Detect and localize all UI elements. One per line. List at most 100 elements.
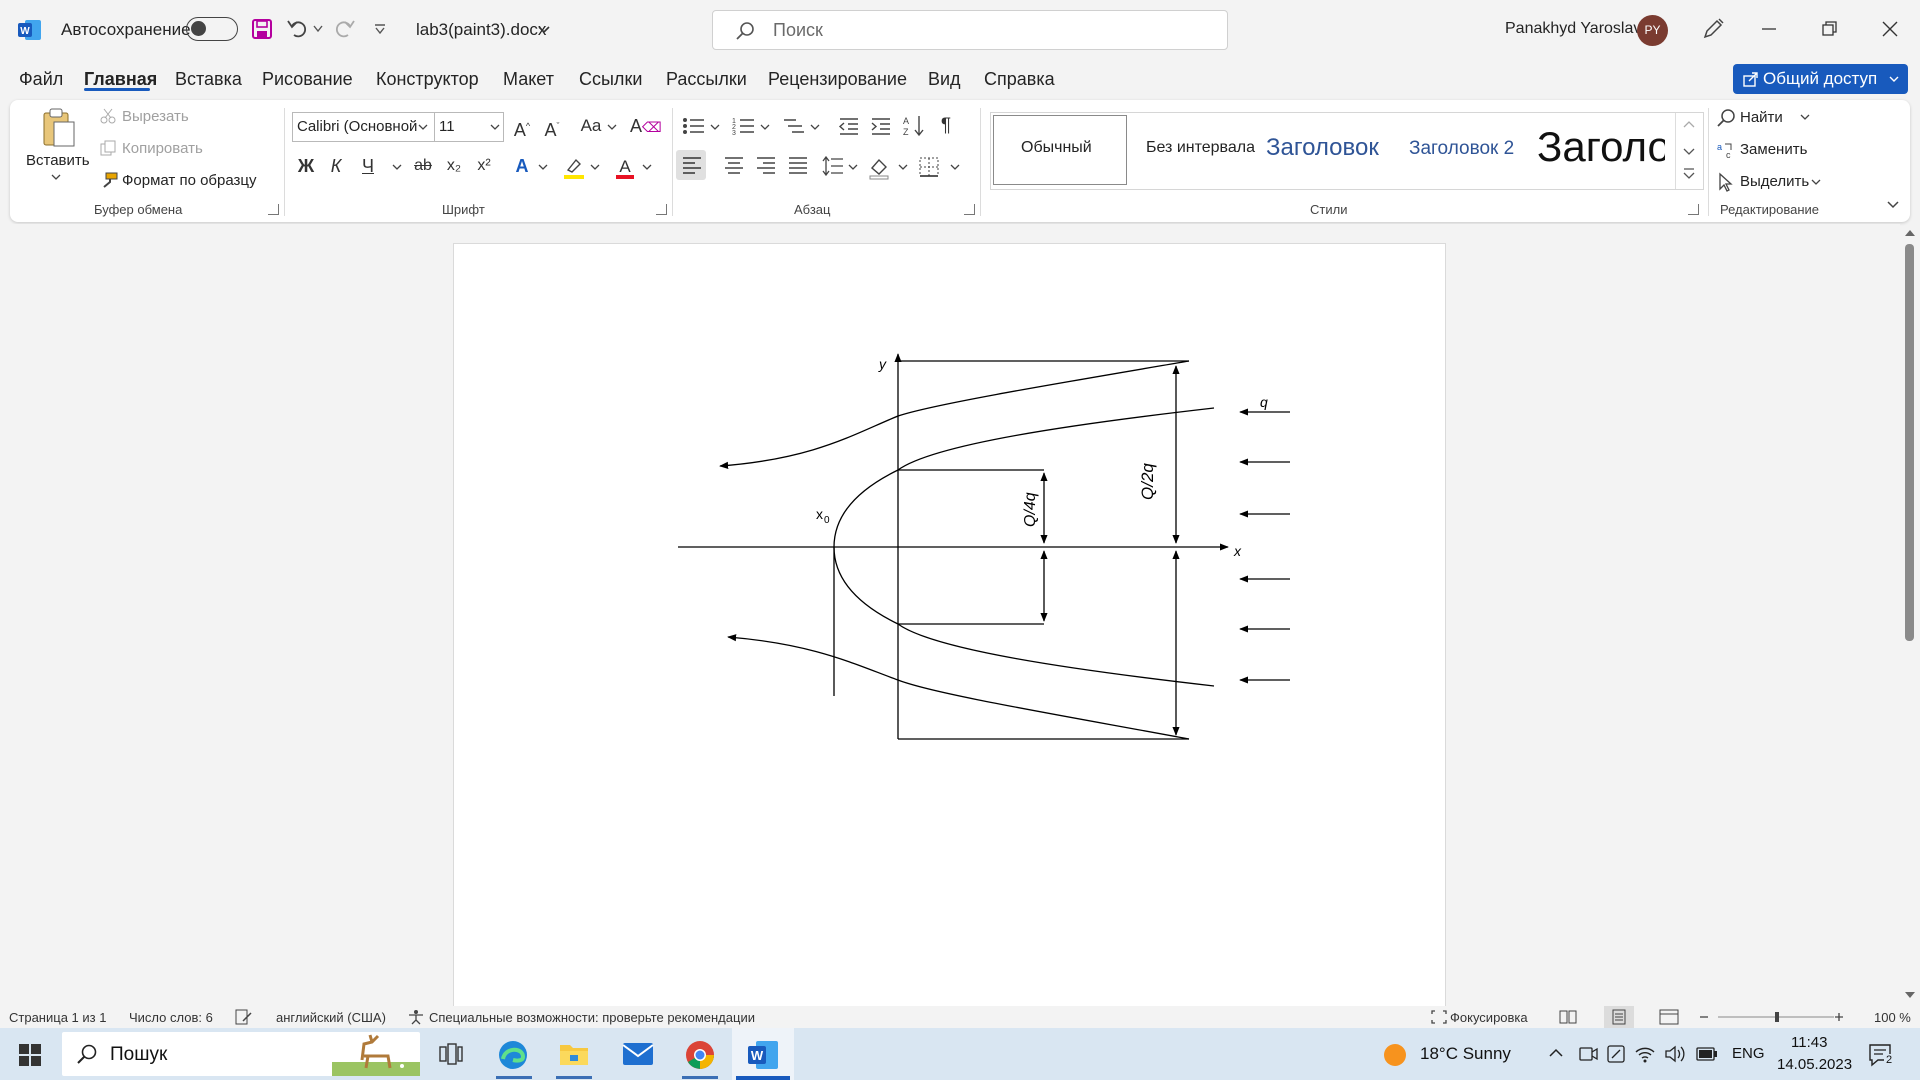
designer-pen-icon[interactable] (1701, 17, 1725, 41)
read-mode-icon[interactable] (1558, 1009, 1578, 1025)
document-page[interactable]: y x x 0 q Q/4q Q/2q (453, 243, 1446, 1015)
text-effects-chevron-down-icon[interactable] (538, 164, 548, 171)
customize-toolbar-icon[interactable] (374, 24, 386, 34)
show-formatting-icon[interactable]: ¶ (940, 115, 952, 136)
language-indicator[interactable]: английский (США) (276, 1010, 386, 1025)
tab-layout[interactable]: Макет (503, 69, 554, 89)
numbering-icon[interactable]: 123 (732, 116, 756, 136)
borders-icon[interactable] (918, 156, 940, 178)
select-cursor-icon[interactable] (1716, 172, 1736, 192)
line-spacing-icon[interactable] (822, 156, 844, 176)
bullets-icon[interactable] (682, 116, 706, 136)
volume-icon[interactable] (1664, 1044, 1686, 1064)
align-right-icon[interactable] (756, 156, 776, 174)
filename-chevron-down-icon[interactable] (538, 26, 550, 34)
tray-expand-chevron-icon[interactable] (1548, 1048, 1564, 1058)
paste-icon[interactable] (40, 108, 76, 148)
align-left-button[interactable] (676, 150, 706, 180)
line-spacing-chevron-down-icon[interactable] (848, 164, 858, 171)
clock-time[interactable]: 11:43 (1791, 1034, 1828, 1051)
document-filename[interactable]: lab3(paint3).docx (416, 20, 547, 39)
change-case-icon[interactable]: Aa (580, 116, 602, 135)
undo-icon[interactable] (286, 17, 308, 39)
tab-mailings[interactable]: Рассылки (666, 69, 747, 89)
input-language[interactable]: ENG (1732, 1045, 1765, 1062)
tab-view[interactable]: Вид (928, 69, 961, 89)
highlight-icon[interactable] (562, 156, 586, 180)
italic-button[interactable]: К (330, 156, 342, 176)
word-count[interactable]: Число слов: 6 (129, 1010, 213, 1025)
replace-label[interactable]: Заменить (1740, 141, 1808, 158)
clear-formatting-icon[interactable]: A⌫ (630, 116, 662, 136)
format-painter-label[interactable]: Формат по образцу (122, 172, 257, 189)
focus-mode[interactable]: Фокусировка (1450, 1010, 1528, 1025)
meet-now-icon[interactable] (1578, 1044, 1598, 1064)
accessibility-status[interactable]: Специальные возможности: проверьте реком… (429, 1010, 755, 1025)
style-normal[interactable] (993, 115, 1127, 185)
shading-chevron-down-icon[interactable] (898, 164, 908, 171)
underline-chevron-down-icon[interactable] (392, 164, 402, 171)
subscript-button[interactable]: x₂ (446, 157, 462, 174)
style-no-spacing[interactable]: Без интервала (1146, 139, 1255, 156)
clipboard-launcher-icon[interactable] (268, 204, 279, 215)
find-chevron-down-icon[interactable] (1800, 114, 1810, 121)
font-name-chevron-down-icon[interactable] (418, 124, 428, 131)
numbering-chevron-down-icon[interactable] (760, 124, 770, 131)
tab-help[interactable]: Справка (984, 69, 1055, 89)
text-effects-icon[interactable]: A (515, 156, 529, 176)
tab-insert[interactable]: Вставка (175, 69, 242, 89)
copy-label[interactable]: Копировать (122, 140, 203, 157)
increase-indent-icon[interactable] (870, 116, 892, 136)
weather-status[interactable]: 18°C Sunny (1420, 1044, 1511, 1063)
font-color-icon[interactable]: A (613, 156, 637, 180)
task-view-icon[interactable] (438, 1042, 464, 1066)
decrease-indent-icon[interactable] (838, 116, 860, 136)
font-name-select[interactable]: Calibri (Основной (292, 112, 442, 142)
pen-workspace-icon[interactable] (1606, 1044, 1626, 1064)
search-box[interactable]: Поиск (712, 10, 1228, 50)
wifi-icon[interactable] (1634, 1044, 1656, 1064)
accessibility-icon[interactable] (407, 1009, 425, 1025)
tab-file[interactable]: Файл (19, 69, 64, 89)
format-painter-icon[interactable] (100, 172, 118, 188)
strikethrough-button[interactable]: ab (414, 157, 432, 174)
highlight-chevron-down-icon[interactable] (590, 164, 600, 171)
taskbar-search-box[interactable]: Пошук (62, 1032, 420, 1076)
file-explorer-icon[interactable] (558, 1039, 590, 1069)
weather-sun-icon[interactable] (1383, 1043, 1407, 1067)
find-label[interactable]: Найти (1740, 109, 1783, 126)
mail-icon[interactable] (622, 1041, 654, 1067)
change-case-chevron-down-icon[interactable] (607, 124, 617, 131)
share-button[interactable]: Общий доступ (1733, 64, 1908, 94)
restore-icon[interactable] (1814, 14, 1844, 44)
paste-label[interactable]: Вставить (26, 152, 90, 169)
minimize-icon[interactable] (1754, 14, 1784, 44)
copy-icon[interactable] (100, 140, 116, 156)
tab-draw[interactable]: Рисование (262, 69, 353, 89)
multilevel-list-icon[interactable] (782, 116, 806, 136)
font-launcher-icon[interactable] (656, 204, 667, 215)
sort-icon[interactable]: AZ (902, 114, 926, 138)
paste-chevron-down-icon[interactable] (51, 174, 61, 181)
superscript-button[interactable]: x² (477, 157, 491, 174)
avatar[interactable]: PY (1637, 15, 1668, 46)
tab-design[interactable]: Конструктор (376, 69, 479, 89)
proofing-icon[interactable] (235, 1009, 253, 1025)
grow-font-icon[interactable]: A^ (513, 120, 531, 140)
paragraph-launcher-icon[interactable] (964, 204, 975, 215)
user-name[interactable]: Panakhyd Yaroslav (1505, 20, 1642, 37)
autosave-toggle[interactable] (186, 17, 238, 41)
shrink-font-icon[interactable]: Aˇ (544, 120, 560, 140)
style-heading-2[interactable]: Заголовок 2 (1409, 138, 1515, 159)
vertical-scrollbar[interactable] (1900, 224, 1920, 1006)
font-color-chevron-down-icon[interactable] (642, 164, 652, 171)
tab-references[interactable]: Ссылки (579, 69, 643, 89)
undo-dropdown-icon[interactable] (313, 25, 323, 33)
tab-review[interactable]: Рецензирование (768, 69, 907, 89)
redo-icon[interactable] (334, 17, 356, 39)
battery-icon[interactable] (1696, 1046, 1718, 1062)
tab-home[interactable]: Главная (84, 69, 158, 89)
zoom-slider[interactable] (1698, 1011, 1844, 1023)
style-heading-1[interactable]: Заголовок (1266, 134, 1379, 161)
select-label[interactable]: Выделить (1740, 173, 1810, 190)
